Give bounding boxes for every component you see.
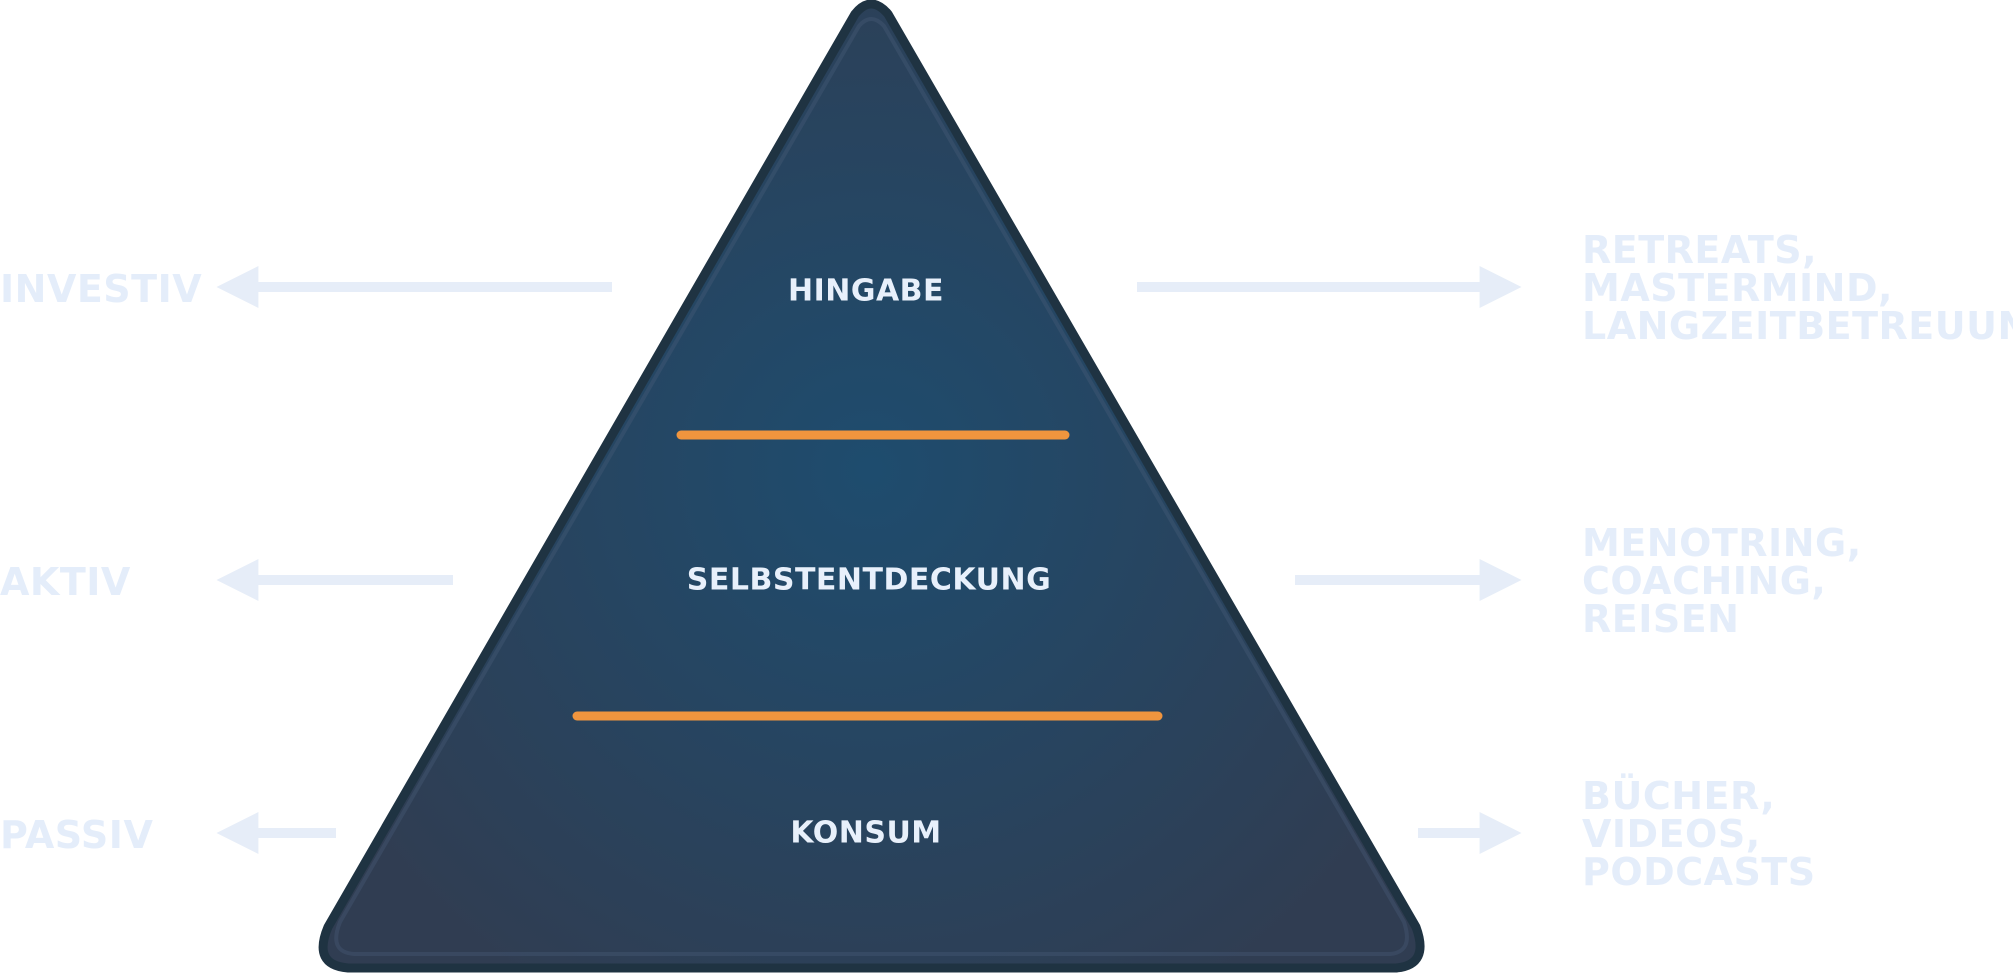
right-label-line: MASTERMIND, bbox=[1582, 266, 1893, 310]
level-label-hingabe: HINGABE bbox=[787, 273, 945, 309]
level-label-selbstentdeckung: SELBSTENTDECKUNG bbox=[686, 562, 1052, 598]
left-label-passiv: PASSIV bbox=[0, 813, 154, 857]
right-label-line: VIDEOS, bbox=[1582, 812, 1761, 856]
right-label-line: COACHING, bbox=[1582, 559, 1827, 603]
right-label-line: MENOTRING, bbox=[1582, 521, 1862, 565]
right-label-line: PODCASTS bbox=[1582, 850, 1816, 894]
right-label-retreats: RETREATS, MASTERMIND, LANGZEITBETREUUNG bbox=[1582, 231, 2013, 345]
right-label-mentoring: MENOTRING, COACHING, REISEN bbox=[1582, 524, 1862, 638]
left-label-aktiv: AKTIV bbox=[0, 560, 131, 604]
right-label-line: BÜCHER, bbox=[1582, 774, 1776, 818]
right-label-books: BÜCHER, VIDEOS, PODCASTS bbox=[1582, 777, 1816, 891]
right-label-line: REISEN bbox=[1582, 597, 1740, 641]
level-label-konsum: KONSUM bbox=[790, 815, 942, 851]
right-label-line: LANGZEITBETREUUNG bbox=[1582, 304, 2013, 348]
pyramid-inner-rim bbox=[334, 17, 1409, 956]
right-label-line: RETREATS, bbox=[1582, 228, 1818, 272]
pyramid-shape bbox=[318, 0, 1425, 973]
left-label-investiv: INVESTIV bbox=[0, 267, 203, 311]
